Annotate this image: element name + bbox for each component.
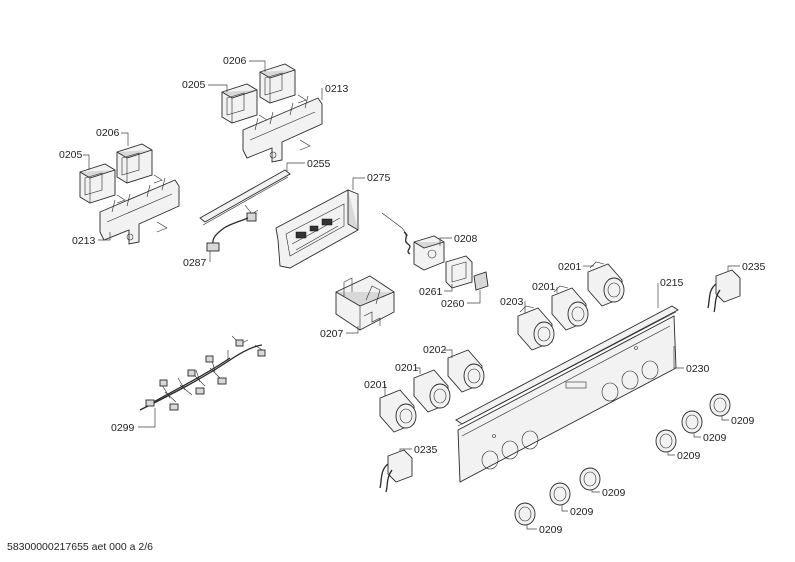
knob-rings-0209 [514, 393, 731, 526]
label-0235-lower: 0235 [414, 444, 438, 456]
label-0203: 0203 [500, 296, 524, 308]
indicator-lamp-0235-lower [379, 449, 413, 493]
label-0201-upper: 0201 [558, 261, 582, 273]
label-0275: 0275 [367, 172, 391, 184]
label-0287: 0287 [183, 257, 207, 269]
ring-0209-f [514, 502, 536, 526]
label-0201-lower-a: 0201 [395, 362, 419, 374]
switch-assembly-upper [221, 63, 323, 163]
leader-lines [83, 60, 740, 530]
regulator-0201-upper [587, 261, 625, 307]
regulator-group-lower [379, 349, 485, 433]
label-0230: 0230 [686, 363, 710, 375]
regulator-0203 [517, 305, 555, 351]
label-0205-lower: 0205 [59, 149, 83, 161]
thermostat-0208 [381, 212, 445, 271]
regulator-0201-lower-b [379, 389, 417, 433]
part-labels: 0206 0205 0213 0206 0205 0213 0255 0275 … [59, 55, 766, 536]
label-0235-upper: 0235 [742, 261, 766, 273]
label-0206-lower: 0206 [96, 127, 120, 139]
label-0213-upper: 0213 [325, 83, 349, 95]
bracket-0261-0260 [445, 255, 489, 291]
cable-0287 [206, 217, 249, 252]
indicator-lamp-0235-upper [707, 269, 741, 313]
switch-box-0206-upper [259, 63, 307, 104]
bracket-0213-lower [99, 177, 180, 245]
regulator-group-upper [517, 261, 625, 351]
switch-box-0205-upper [221, 83, 268, 124]
regulator-0202 [447, 349, 485, 393]
control-panel-0230 [457, 315, 677, 483]
label-0208: 0208 [454, 233, 478, 245]
label-0205-upper: 0205 [182, 79, 206, 91]
ring-0209-e [549, 482, 571, 506]
label-0201-middle: 0201 [532, 281, 556, 293]
label-0202: 0202 [423, 344, 447, 356]
label-0213-lower: 0213 [72, 235, 96, 247]
wiring-harness-0299 [139, 335, 266, 411]
label-0261: 0261 [419, 286, 443, 298]
label-0209-f: 0209 [539, 524, 563, 536]
label-0209-d: 0209 [602, 487, 626, 499]
label-0209-a: 0209 [731, 415, 755, 427]
label-0209-b: 0209 [703, 432, 727, 444]
ring-0209-a [709, 393, 731, 417]
switch-box-0206-lower [116, 143, 163, 184]
label-0209-c: 0209 [677, 450, 701, 462]
label-0209-e: 0209 [570, 506, 594, 518]
control-module-0275 [275, 189, 359, 269]
label-0215: 0215 [660, 277, 684, 289]
bracket-0213-upper [242, 95, 323, 163]
label-0207: 0207 [320, 328, 344, 340]
rail-0255 [199, 169, 291, 226]
ring-0209-d [579, 467, 601, 491]
label-0299: 0299 [111, 422, 135, 434]
regulator-0201-lower-a [413, 369, 451, 413]
switch-box-0205-lower [79, 163, 126, 204]
ring-0209-b [681, 410, 703, 434]
label-0260: 0260 [441, 298, 465, 310]
label-0206-upper: 0206 [223, 55, 247, 67]
switch-assembly-lower [79, 143, 180, 245]
label-0201-lower-b: 0201 [364, 379, 388, 391]
regulator-0201-middle [551, 285, 589, 331]
terminal-block-0207 [335, 275, 395, 331]
document-footer: 58300000217655 aet 000 a 2/6 [7, 541, 153, 553]
trim-strip-0215 [455, 305, 679, 427]
ring-0209-c [655, 429, 677, 453]
label-0255: 0255 [307, 158, 331, 170]
